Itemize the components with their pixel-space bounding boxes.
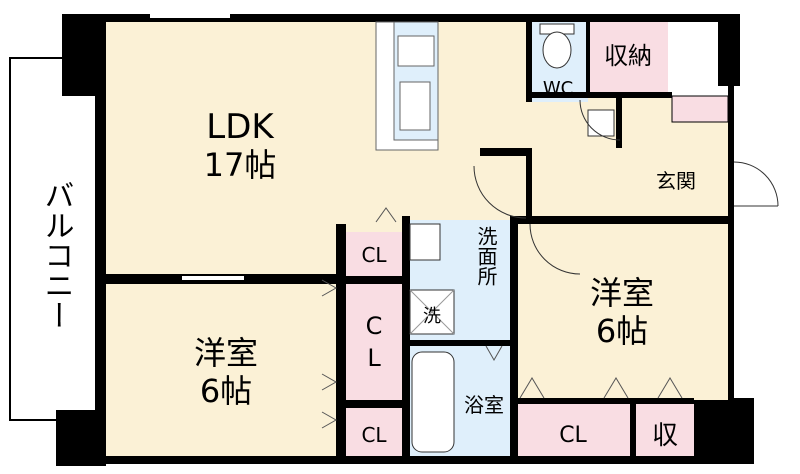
wc-label: WC: [543, 78, 573, 99]
washbasin-icon: [409, 223, 441, 261]
washroom-label: 洗面所: [474, 226, 498, 286]
cl-mid-area: [346, 284, 402, 400]
ldk-size: 17帖: [204, 146, 277, 184]
storage-top-label: 収納: [604, 42, 652, 70]
column-top-left: [62, 14, 106, 96]
bath-label: 浴室: [464, 393, 504, 417]
shu-area: [636, 404, 694, 456]
column-bottom-left: [56, 410, 106, 466]
western1-floor: [106, 284, 346, 456]
balcony: [9, 57, 97, 421]
outer-wall-left: [96, 14, 106, 464]
cl-right-area: [516, 404, 630, 456]
cl-mid-c-label: C: [366, 312, 383, 340]
balcony-label: バルコニー: [39, 180, 74, 330]
outer-wall-bottom: [96, 456, 740, 464]
closet-door-marks: [321, 207, 683, 429]
cl-bottom-area: [346, 408, 402, 456]
door-swings: [473, 99, 779, 275]
washer-label: 洗: [423, 306, 441, 327]
cl-top-label: CL: [361, 243, 387, 267]
shoe-box: [671, 95, 729, 123]
hand-sink-icon: [587, 109, 615, 137]
cl-bottom-label: CL: [361, 423, 387, 447]
kitchen-counter: [375, 21, 439, 151]
western1-name: 洋室: [194, 334, 258, 372]
cl-mid-l-label: L: [367, 344, 381, 372]
outer-wall-top: [62, 14, 740, 22]
bathtub-icon: [411, 351, 455, 453]
column-top-right: [718, 14, 740, 86]
cl-right-label: CL: [559, 423, 587, 448]
storage-top-area: [588, 22, 668, 92]
western1-size: 6帖: [200, 372, 252, 410]
right-wall: [728, 86, 734, 398]
western2-floor: [516, 224, 728, 400]
ldk-name: LDK: [206, 107, 275, 147]
cl-top-area: [346, 232, 402, 276]
column-bottom-right: [694, 398, 754, 464]
western2-size: 6帖: [596, 312, 648, 350]
entrance-label: 玄関: [656, 169, 696, 193]
western2-name: 洋室: [590, 274, 654, 312]
shu-label: 収: [652, 421, 678, 451]
toilet-icon: [539, 23, 575, 69]
